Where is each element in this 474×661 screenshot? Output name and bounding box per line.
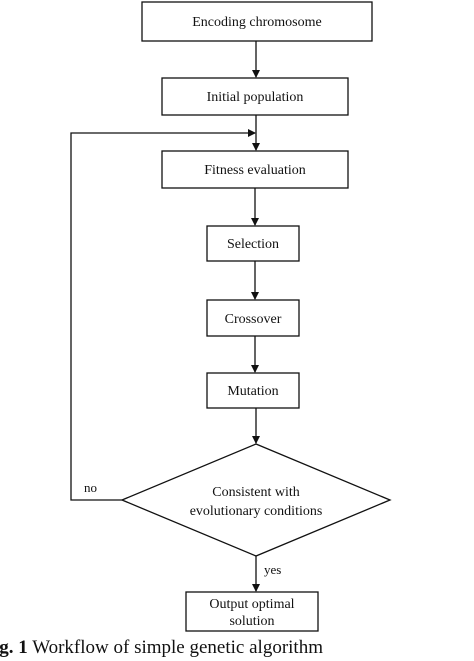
node-mutation: Mutation [206,372,300,409]
caption-label: ig. 1 [0,637,28,658]
node-decision-line2: evolutionary conditions [190,504,323,519]
arrow-no-loop [70,129,256,501]
node-initial-population: Initial population [161,77,349,116]
node-fitness-evaluation-label: Fitness evaluation [204,163,306,178]
caption-text: Workflow of simple genetic algorithm [27,637,323,658]
node-initial-population-label: Initial population [207,90,304,105]
node-mutation-label: Mutation [227,384,278,399]
edge-label-no: no [84,480,97,495]
node-crossover-label: Crossover [225,312,282,327]
node-decision-line1: Consistent with [212,485,300,500]
node-fitness-evaluation: Fitness evaluation [161,150,349,189]
node-output-line1: Output optimal [209,597,294,612]
node-selection-label: Selection [227,237,279,252]
node-crossover: Crossover [206,299,300,337]
node-encoding-chromosome-label: Encoding chromosome [192,15,321,30]
node-output-optimal-solution: Output optimal solution [185,591,319,632]
node-decision-consistent: Consistent with evolutionary conditions [120,443,392,557]
figure-caption: ig. 1 Workflow of simple genetic algorit… [0,634,474,661]
node-output-line2: solution [229,614,274,629]
edge-label-yes: yes [264,562,281,577]
node-encoding-chromosome: Encoding chromosome [141,1,373,42]
node-selection: Selection [206,225,300,262]
